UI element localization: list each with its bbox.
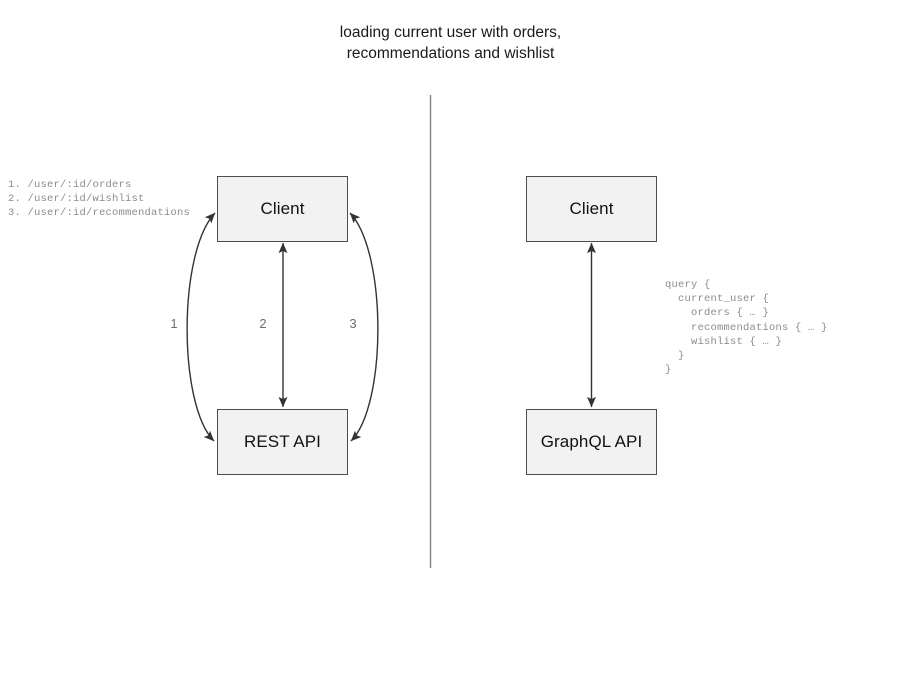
page-title: loading current user with orders, recomm… — [339, 24, 562, 62]
edge-1-rest — [186, 212, 216, 442]
edge-label-3: 3 — [349, 316, 357, 331]
rest-endpoint-list: 1. /user/:id/orders 2. /user/:id/wishlis… — [8, 179, 191, 220]
rest-client-node[interactable]: Client — [217, 176, 348, 242]
graphql-api-node[interactable]: GraphQL API — [526, 409, 657, 475]
edge-label-2: 2 — [259, 316, 267, 331]
edge-label-1: 1 — [170, 316, 178, 331]
rest-api-node[interactable]: REST API — [217, 409, 348, 475]
graphql-query-snippet: query { current_user { orders { … } reco… — [665, 279, 828, 377]
graphql-client-node[interactable]: Client — [526, 176, 657, 242]
